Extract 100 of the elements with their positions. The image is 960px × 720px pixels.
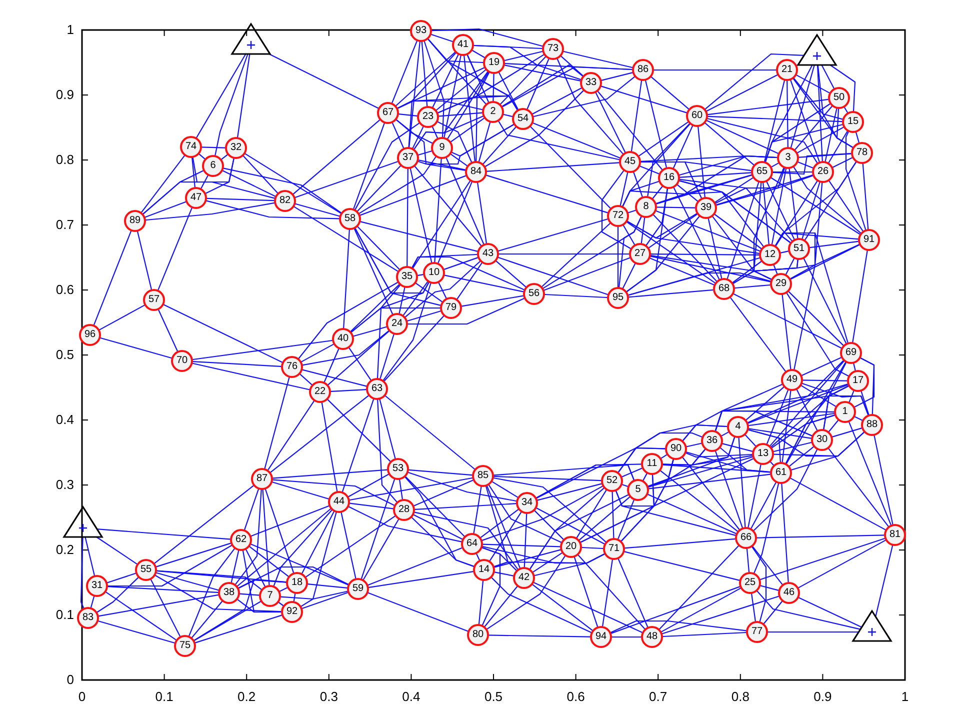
numbered-node: 23 <box>417 106 439 128</box>
numbered-node: 12 <box>759 244 781 266</box>
numbered-node: 22 <box>309 381 331 403</box>
numbered-node: 92 <box>281 601 303 623</box>
numbered-node: 74 <box>180 136 202 158</box>
axis-tick-label: 0.9 <box>814 689 832 705</box>
numbered-node: 76 <box>281 356 303 378</box>
numbered-node: 46 <box>778 582 800 604</box>
numbered-node: 54 <box>512 108 534 130</box>
numbered-node: 45 <box>619 151 641 173</box>
axis-tick-label: 0.9 <box>56 87 74 103</box>
numbered-node: 20 <box>560 536 582 558</box>
numbered-node: 61 <box>770 462 792 484</box>
numbered-node: 88 <box>861 414 883 436</box>
numbered-node: 82 <box>274 190 296 212</box>
numbered-node: 75 <box>174 635 196 657</box>
numbered-node: 53 <box>387 458 409 480</box>
numbered-node: 63 <box>366 378 388 400</box>
numbered-node: 38 <box>218 582 240 604</box>
numbered-node: 96 <box>79 324 101 346</box>
numbered-node: 29 <box>770 273 792 295</box>
numbered-node: 43 <box>477 243 499 265</box>
numbered-node: 44 <box>328 491 350 513</box>
numbered-node: 3 <box>777 147 799 169</box>
axis-tick-label: 0.8 <box>56 152 74 168</box>
axis-tick-label: 0.7 <box>56 217 74 233</box>
numbered-node: 21 <box>776 59 798 81</box>
triangle-icon <box>852 610 892 642</box>
numbered-node: 14 <box>473 559 495 581</box>
numbered-node: 86 <box>632 59 654 81</box>
numbered-node: 62 <box>230 529 252 551</box>
axis-tick-label: 0.7 <box>649 689 668 705</box>
numbered-node: 6 <box>202 155 224 177</box>
triangle-icon <box>63 506 103 538</box>
triangle-icon <box>797 34 837 66</box>
axis-tick-label: 0.5 <box>484 689 503 705</box>
axis-tick-label: 0.3 <box>56 477 74 493</box>
numbered-node: 25 <box>739 572 761 594</box>
numbered-node: 49 <box>781 369 803 391</box>
numbered-node: 2 <box>482 101 504 123</box>
numbered-node: 72 <box>607 205 629 227</box>
numbered-node: 94 <box>590 626 612 648</box>
numbered-node: 64 <box>461 533 483 555</box>
numbered-node: 90 <box>665 438 687 460</box>
axis-tick-label: 0.3 <box>320 689 338 705</box>
numbered-node: 24 <box>386 313 408 335</box>
numbered-node: 73 <box>542 38 564 60</box>
numbered-node: 47 <box>185 187 207 209</box>
axis-tick-label: 0.1 <box>155 689 174 705</box>
numbered-node: 31 <box>86 575 108 597</box>
numbered-node: 70 <box>171 350 193 372</box>
numbered-node: 5 <box>627 479 649 501</box>
numbered-node: 83 <box>77 607 99 629</box>
numbered-node: 55 <box>135 559 157 581</box>
numbered-node: 71 <box>603 538 625 560</box>
numbered-node: 68 <box>713 278 735 300</box>
numbered-node: 56 <box>523 283 545 305</box>
axis-tick-label: 0.8 <box>731 689 750 705</box>
numbered-node: 4 <box>727 416 749 438</box>
numbered-node: 15 <box>842 111 864 133</box>
numbered-node: 67 <box>377 102 399 124</box>
axis-tick-label: 0.6 <box>56 282 74 298</box>
numbered-node: 27 <box>629 243 651 265</box>
numbered-node: 59 <box>347 578 369 600</box>
numbered-node: 18 <box>286 572 308 594</box>
numbered-node: 85 <box>472 465 494 487</box>
triangle-icon <box>231 23 271 55</box>
axis-tick-label: 0.2 <box>238 689 256 705</box>
numbered-node: 11 <box>641 453 663 475</box>
numbered-node: 41 <box>452 34 474 56</box>
numbered-node: 35 <box>396 266 418 288</box>
numbered-node: 26 <box>812 161 834 183</box>
numbered-node: 10 <box>423 262 445 284</box>
numbered-node: 42 <box>513 567 535 589</box>
numbered-node: 57 <box>143 289 165 311</box>
numbered-node: 33 <box>580 72 602 94</box>
numbered-node: 7 <box>259 585 281 607</box>
numbered-node: 95 <box>607 287 629 309</box>
numbered-node: 16 <box>658 167 680 189</box>
numbered-node: 93 <box>410 20 432 42</box>
numbered-node: 36 <box>701 430 723 452</box>
numbered-node: 9 <box>431 137 453 159</box>
numbered-node: 37 <box>397 147 419 169</box>
axis-tick-label: 1 <box>901 689 909 705</box>
numbered-node: 79 <box>440 297 462 319</box>
numbered-node: 28 <box>393 499 415 521</box>
axis-tick-label: 1 <box>66 22 74 38</box>
numbered-node: 87 <box>251 468 273 490</box>
numbered-node: 52 <box>601 470 623 492</box>
numbered-node: 32 <box>225 137 247 159</box>
numbered-node: 81 <box>884 524 906 546</box>
numbered-node: 34 <box>516 492 538 514</box>
numbered-node: 65 <box>751 161 773 183</box>
numbered-node: 78 <box>851 142 873 164</box>
numbered-node: 48 <box>641 626 663 648</box>
numbered-node: 17 <box>847 370 869 392</box>
numbered-node: 30 <box>811 429 833 451</box>
axis-tick-label: 0.1 <box>56 607 74 623</box>
numbered-node: 84 <box>465 161 487 183</box>
numbered-node: 50 <box>828 87 850 109</box>
